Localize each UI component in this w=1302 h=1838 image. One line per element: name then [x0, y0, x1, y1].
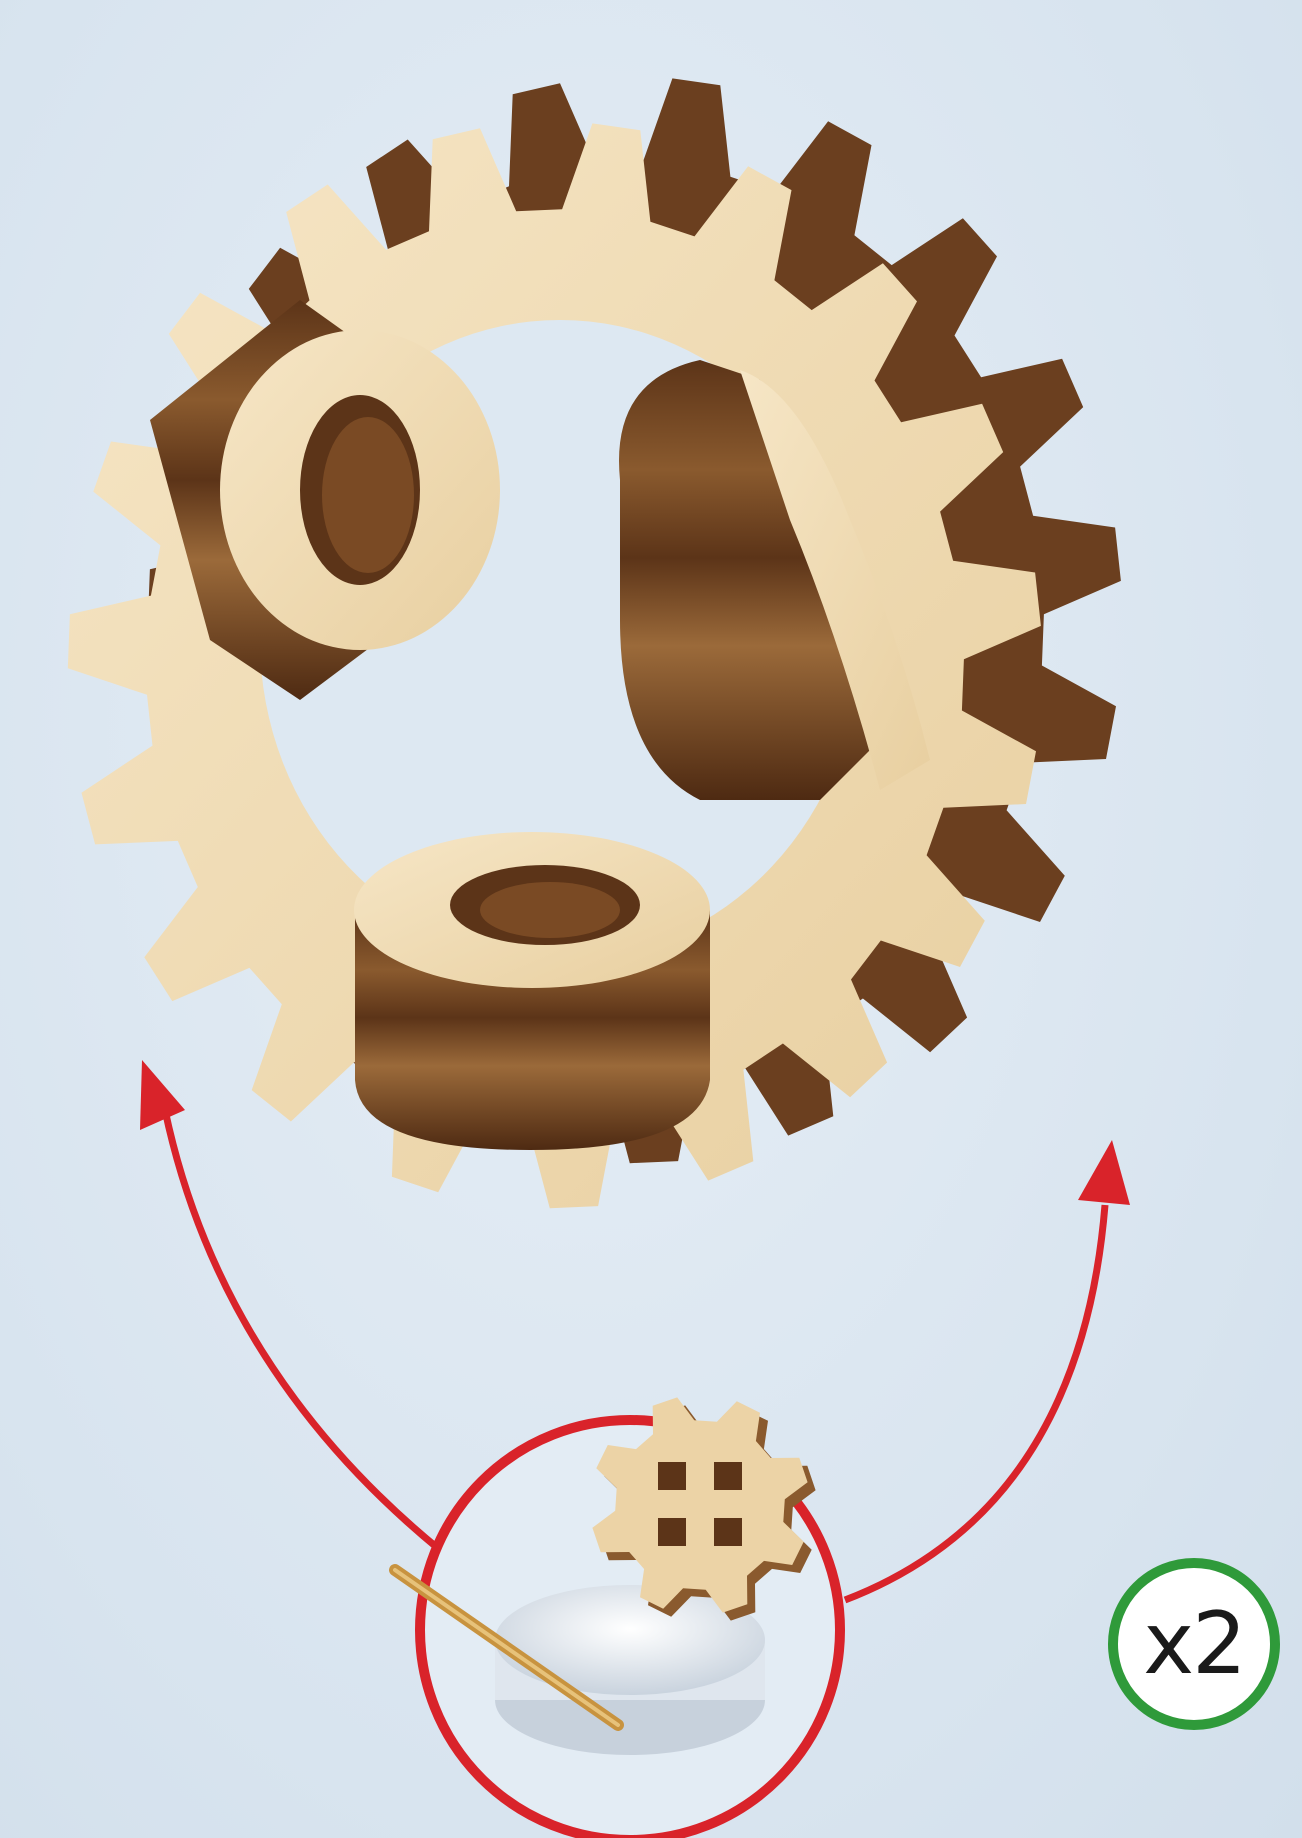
cam-segment-bottom-icon — [354, 832, 710, 1150]
right-curved-arrow-icon — [845, 1205, 1105, 1600]
left-arrow-head-icon — [140, 1060, 185, 1130]
quantity-label: x2 — [1143, 1601, 1245, 1687]
quantity-badge: x2 — [1108, 1558, 1280, 1730]
right-arrow-head-icon — [1078, 1140, 1130, 1205]
